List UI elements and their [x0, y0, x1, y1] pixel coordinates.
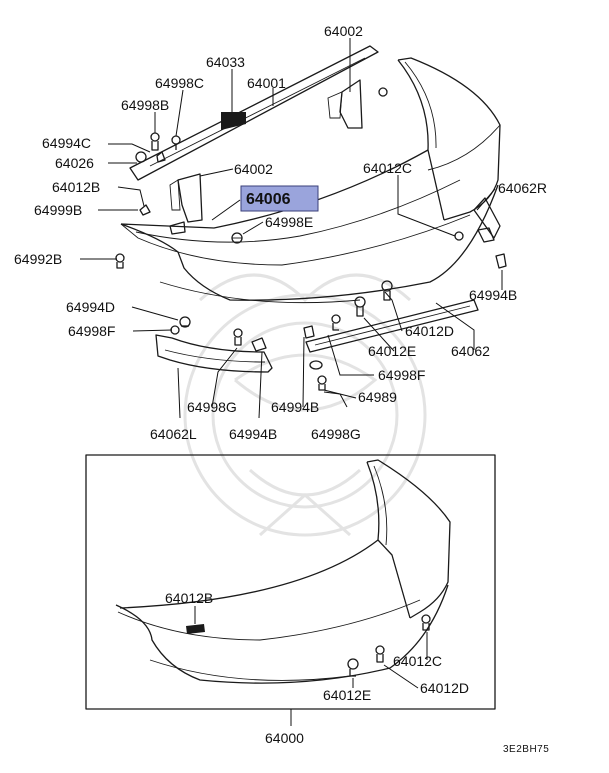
fasteners-lower: [170, 280, 393, 391]
upper-bumper-cover: [120, 57, 501, 304]
fasteners-upper: [115, 87, 464, 269]
leader-lines-lower: [131, 291, 475, 419]
label-64062L[interactable]: 64062L: [150, 426, 197, 442]
label-64033[interactable]: 64033: [206, 54, 245, 70]
label-64062R[interactable]: 64062R: [498, 180, 547, 196]
label-64012D-lower[interactable]: 64012D: [420, 680, 469, 696]
label-64012C-upper[interactable]: 64012C: [363, 160, 412, 176]
label-64994B-right[interactable]: 64994B: [469, 287, 517, 303]
diagram-code: 3E2BH75: [503, 744, 549, 755]
label-64012B-lower[interactable]: 64012B: [165, 590, 213, 606]
label-64999B[interactable]: 64999B: [34, 202, 82, 218]
label-64994B-mid[interactable]: 64994B: [271, 399, 319, 415]
label-64012C-lower[interactable]: 64012C: [393, 653, 442, 669]
label-64012B-upper[interactable]: 64012B: [52, 179, 100, 195]
center-strip-64062: [305, 299, 479, 353]
label-64992B[interactable]: 64992B: [14, 251, 62, 267]
label-64994C[interactable]: 64994C: [42, 135, 91, 151]
part-labels: 64002 64033 64998C 64001 64998B 64994C 6…: [14, 23, 549, 755]
label-64998C[interactable]: 64998C: [155, 75, 204, 91]
label-64002-top[interactable]: 64002: [324, 23, 363, 39]
label-64012E-upper[interactable]: 64012E: [368, 343, 416, 359]
leader-lines-upper: [80, 38, 503, 290]
rear-bumper-rail-64001: [129, 45, 379, 181]
bracket-64002-left: [169, 173, 203, 223]
label-64998G-right[interactable]: 64998G: [311, 426, 361, 442]
assembly-box-64000: [85, 454, 496, 726]
label-64998F-left[interactable]: 64998F: [68, 323, 115, 339]
label-64026[interactable]: 64026: [55, 155, 94, 171]
bracket-64002-right: [327, 79, 363, 129]
label-64998G-left[interactable]: 64998G: [187, 399, 237, 415]
leader-lines-box: [194, 606, 428, 689]
label-64998B[interactable]: 64998B: [121, 97, 169, 113]
label-64000[interactable]: 64000: [265, 730, 304, 746]
side-strip-64062R: [473, 197, 507, 269]
label-64998F-right[interactable]: 64998F: [378, 367, 425, 383]
label-64062[interactable]: 64062: [451, 343, 490, 359]
label-64994D[interactable]: 64994D: [66, 299, 115, 315]
label-64006[interactable]: 64006: [246, 191, 291, 208]
label-64002-mid[interactable]: 64002: [234, 161, 273, 177]
label-64998E[interactable]: 64998E: [265, 214, 313, 230]
highlight-64006: [240, 185, 319, 212]
label-64012E-lower[interactable]: 64012E: [323, 687, 371, 703]
label-64012D-upper[interactable]: 64012D: [405, 323, 454, 339]
watermark-emblem: [183, 273, 427, 537]
label-64989[interactable]: 64989: [358, 389, 397, 405]
side-strip-64062L: [155, 334, 273, 373]
complete-bumper-64000: [115, 459, 451, 684]
label-64001[interactable]: 64001: [247, 75, 286, 91]
label-64994B-low[interactable]: 64994B: [229, 426, 277, 442]
